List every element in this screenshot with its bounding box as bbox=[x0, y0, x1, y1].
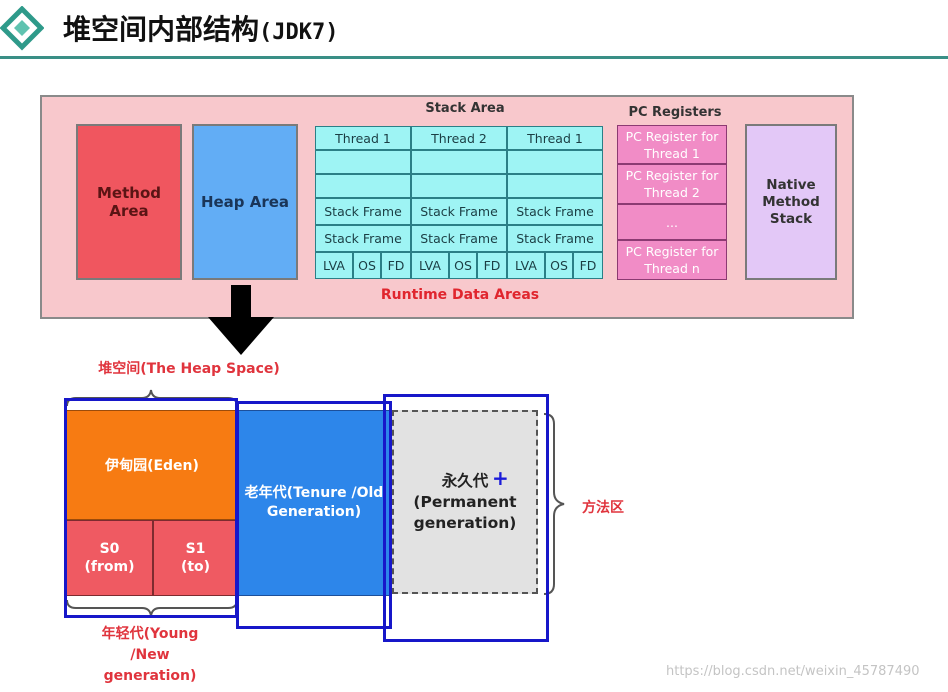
s0-sub: (from) bbox=[84, 559, 135, 575]
header-bar bbox=[0, 0, 948, 62]
page-title-main: 堆空间内部结构 bbox=[63, 13, 260, 46]
young-generation-label: 年轻代(Young /New generation) bbox=[88, 624, 212, 687]
stack-empty-cell bbox=[411, 174, 507, 198]
fd-cell: FD bbox=[477, 252, 507, 279]
os-cell: OS bbox=[545, 252, 573, 279]
eden-space: 伊甸园(Eden) bbox=[66, 410, 238, 520]
plus-icon: + bbox=[492, 466, 509, 490]
down-arrow-icon bbox=[208, 285, 274, 355]
method-zone-label: 方法区 bbox=[582, 500, 624, 516]
young-line-2: /New bbox=[130, 647, 170, 663]
diamond-logo-icon bbox=[0, 6, 44, 51]
perm-line-3: generation) bbox=[413, 513, 517, 532]
stack-frame-cell: Stack Frame bbox=[507, 225, 603, 252]
old-gen-highlight-frame bbox=[236, 401, 392, 629]
young-gen-highlight-frame bbox=[64, 398, 238, 618]
stack-frame-cell: Stack Frame bbox=[411, 225, 507, 252]
pc-registers-title: PC Registers bbox=[628, 105, 722, 120]
method-zone-brace-icon bbox=[543, 413, 565, 595]
tenure-line-2: Generation) bbox=[266, 504, 362, 520]
pc-register-2: PC Register for Thread 2 bbox=[617, 164, 727, 204]
young-line-1: 年轻代(Young bbox=[101, 626, 199, 642]
lva-cell: LVA bbox=[411, 252, 449, 279]
header-divider bbox=[0, 56, 948, 59]
stack-frame-cell: Stack Frame bbox=[507, 198, 603, 225]
stack-frame-cell: Stack Frame bbox=[315, 198, 411, 225]
stack-empty-cell bbox=[507, 150, 603, 174]
thread-header: Thread 1 bbox=[315, 126, 411, 150]
pc-register-1: PC Register for Thread 1 bbox=[617, 125, 727, 164]
s1-sub: (to) bbox=[180, 559, 211, 575]
stack-frame-cell: Stack Frame bbox=[411, 198, 507, 225]
os-cell: OS bbox=[353, 252, 381, 279]
fd-cell: FD bbox=[381, 252, 411, 279]
perm-line-2: (Permanent bbox=[413, 492, 517, 511]
stack-empty-cell bbox=[315, 174, 411, 198]
runtime-data-areas-label: Runtime Data Areas bbox=[380, 287, 540, 303]
pc-register-n: PC Register for Thread n bbox=[617, 240, 727, 280]
stack-empty-cell bbox=[315, 150, 411, 174]
fd-cell: FD bbox=[573, 252, 603, 279]
stack-empty-cell bbox=[507, 174, 603, 198]
survivor-s1: S1 (to) bbox=[153, 520, 238, 596]
s1-name: S1 bbox=[185, 541, 206, 557]
perm-gen-highlight-frame bbox=[383, 394, 549, 642]
young-line-3: generation) bbox=[103, 668, 197, 684]
lva-cell: LVA bbox=[315, 252, 353, 279]
stack-area-title: Stack Area bbox=[425, 101, 505, 116]
thread-header: Thread 1 bbox=[507, 126, 603, 150]
survivor-s0: S0 (from) bbox=[66, 520, 153, 596]
method-area-box: Method Area bbox=[76, 124, 182, 280]
stack-empty-cell bbox=[411, 150, 507, 174]
native-method-stack-box: Native Method Stack bbox=[745, 124, 837, 280]
pc-register-ellipsis: ... bbox=[617, 204, 727, 240]
os-cell: OS bbox=[449, 252, 477, 279]
stack-frame-cell: Stack Frame bbox=[315, 225, 411, 252]
heap-space-label: 堆空间(The Heap Space) bbox=[98, 361, 280, 377]
thread-header: Thread 2 bbox=[411, 126, 507, 150]
page-title: 堆空间内部结构(JDK7) bbox=[63, 8, 339, 48]
watermark: https://blog.csdn.net/weixin_45787490 bbox=[666, 664, 920, 679]
s0-name: S0 bbox=[99, 541, 120, 557]
permanent-generation: 永久代 (Permanent generation) bbox=[392, 410, 538, 594]
perm-line-1: 永久代 bbox=[441, 471, 489, 490]
page-title-sub: (JDK7) bbox=[259, 20, 339, 45]
tenure-line-1: 老年代(Tenure /Old bbox=[244, 485, 384, 501]
heap-area-box: Heap Area bbox=[192, 124, 298, 280]
lva-cell: LVA bbox=[507, 252, 545, 279]
